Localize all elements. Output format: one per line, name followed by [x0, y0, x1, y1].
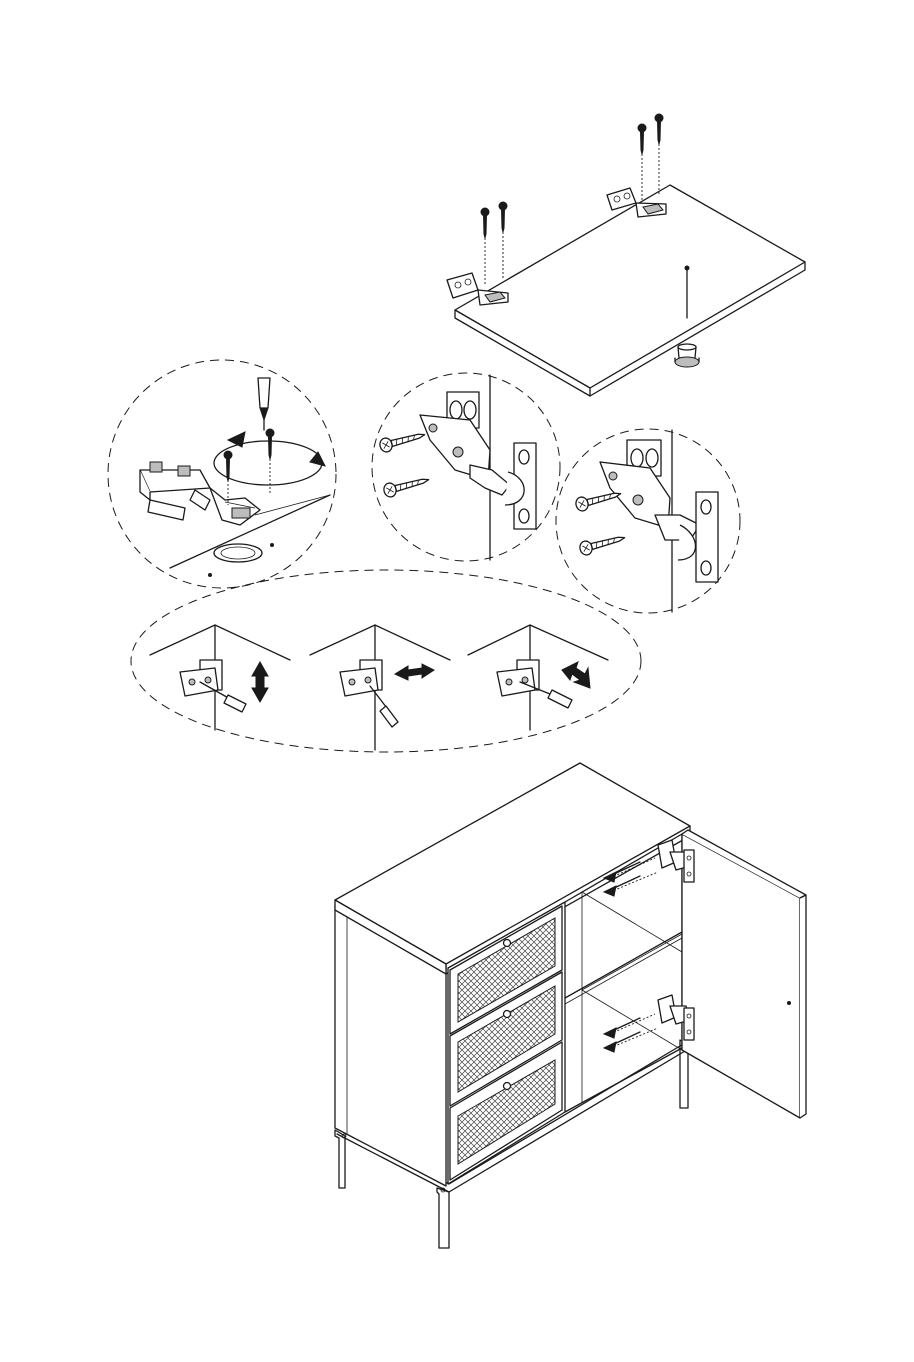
cabinet-door	[682, 830, 806, 1118]
hinge-icon	[140, 462, 260, 525]
adjust-view-horizontal	[310, 625, 450, 750]
adjust-view-depth	[468, 625, 608, 730]
hinge-icon	[497, 660, 539, 696]
drawer-knob-icon	[504, 1083, 511, 1090]
hinge-cup-detail	[108, 360, 336, 588]
hinge-icon	[340, 660, 382, 696]
screw-icon	[655, 114, 663, 195]
hinge-icon	[420, 392, 536, 529]
screwdriver-icon	[370, 686, 398, 727]
drawer-knob-icon	[504, 940, 511, 947]
screw-icon	[481, 208, 489, 285]
in-out-arrow-icon	[562, 662, 590, 688]
screw-icon	[638, 124, 646, 200]
left-right-arrow-icon	[395, 664, 434, 680]
screw-icon	[378, 428, 426, 453]
screwdriver-icon	[200, 682, 246, 712]
screw-icon	[499, 202, 507, 280]
cabinet-assembly	[335, 763, 806, 1248]
screw-icon	[224, 451, 232, 505]
top-board	[455, 185, 805, 388]
door-hinge-detail-left	[372, 373, 560, 561]
hinge-icon	[600, 440, 718, 582]
drawer-knob-icon	[504, 1011, 511, 1018]
knob-icon	[675, 344, 699, 367]
top-board-panel	[447, 114, 805, 396]
hinge-adjustment-panel	[131, 570, 641, 752]
up-down-arrow-icon	[252, 662, 268, 702]
screw-icon	[604, 1014, 655, 1038]
adjust-view-vertical	[150, 625, 290, 730]
screw-icon	[578, 531, 626, 556]
door-hinge-detail-right	[556, 429, 740, 613]
screwdriver-icon	[258, 378, 270, 430]
screw-icon	[382, 473, 430, 498]
